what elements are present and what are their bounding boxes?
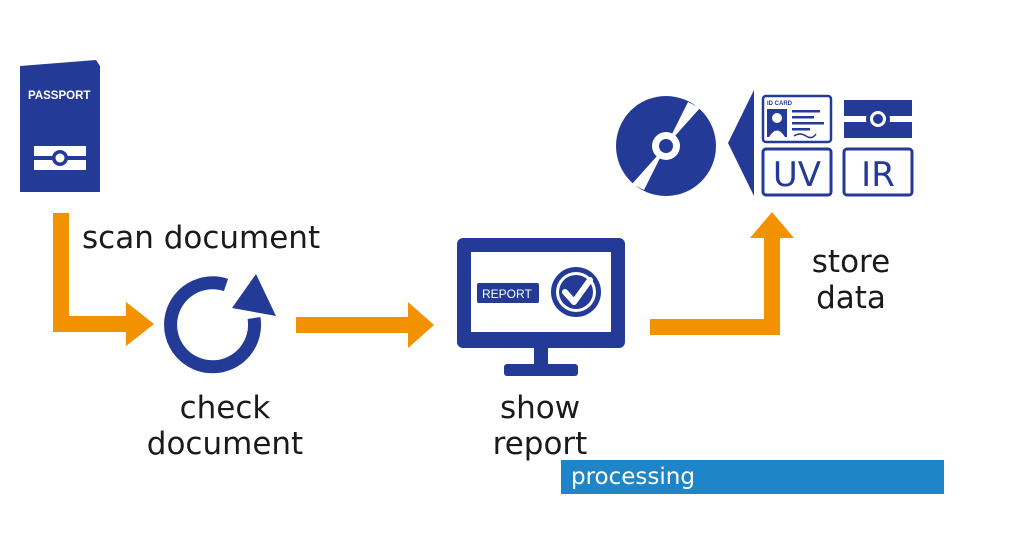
- label-check-document: check document: [130, 390, 320, 462]
- label-store-line1: store: [811, 244, 891, 280]
- processing-status-text: processing: [571, 464, 695, 490]
- chevron-left-icon: [728, 90, 754, 196]
- id-card-icon: ID CARD: [761, 94, 833, 144]
- arrow-report-to-store: [650, 212, 794, 335]
- camera-bar-icon: [844, 100, 912, 138]
- ir-label: IR: [861, 155, 895, 195]
- label-check-line2: document: [146, 426, 304, 462]
- label-scan-document: scan document: [82, 220, 321, 256]
- uv-box: UV: [761, 147, 833, 197]
- disc-icon: [616, 96, 716, 196]
- ir-box: IR: [842, 147, 914, 197]
- label-show-line2: report: [492, 426, 588, 462]
- refresh-icon: [164, 274, 276, 374]
- report-badge: REPORT: [482, 287, 532, 301]
- label-store-data: store data: [796, 244, 906, 316]
- passport-label: PASSPORT: [28, 90, 90, 102]
- label-check-line1: check: [179, 390, 271, 426]
- processing-status-bar: processing: [561, 460, 944, 494]
- arrow-scan-to-check: [53, 213, 154, 346]
- passport-icon: PASSPORT: [20, 60, 100, 192]
- arrow-check-to-report: [296, 302, 434, 348]
- uv-label: UV: [773, 155, 821, 195]
- label-show-line1: show: [499, 390, 581, 426]
- monitor-report-icon: REPORT: [457, 238, 625, 376]
- label-store-line2: data: [816, 280, 886, 316]
- id-card-label: ID CARD: [767, 101, 793, 107]
- label-show-report: show report: [470, 390, 610, 462]
